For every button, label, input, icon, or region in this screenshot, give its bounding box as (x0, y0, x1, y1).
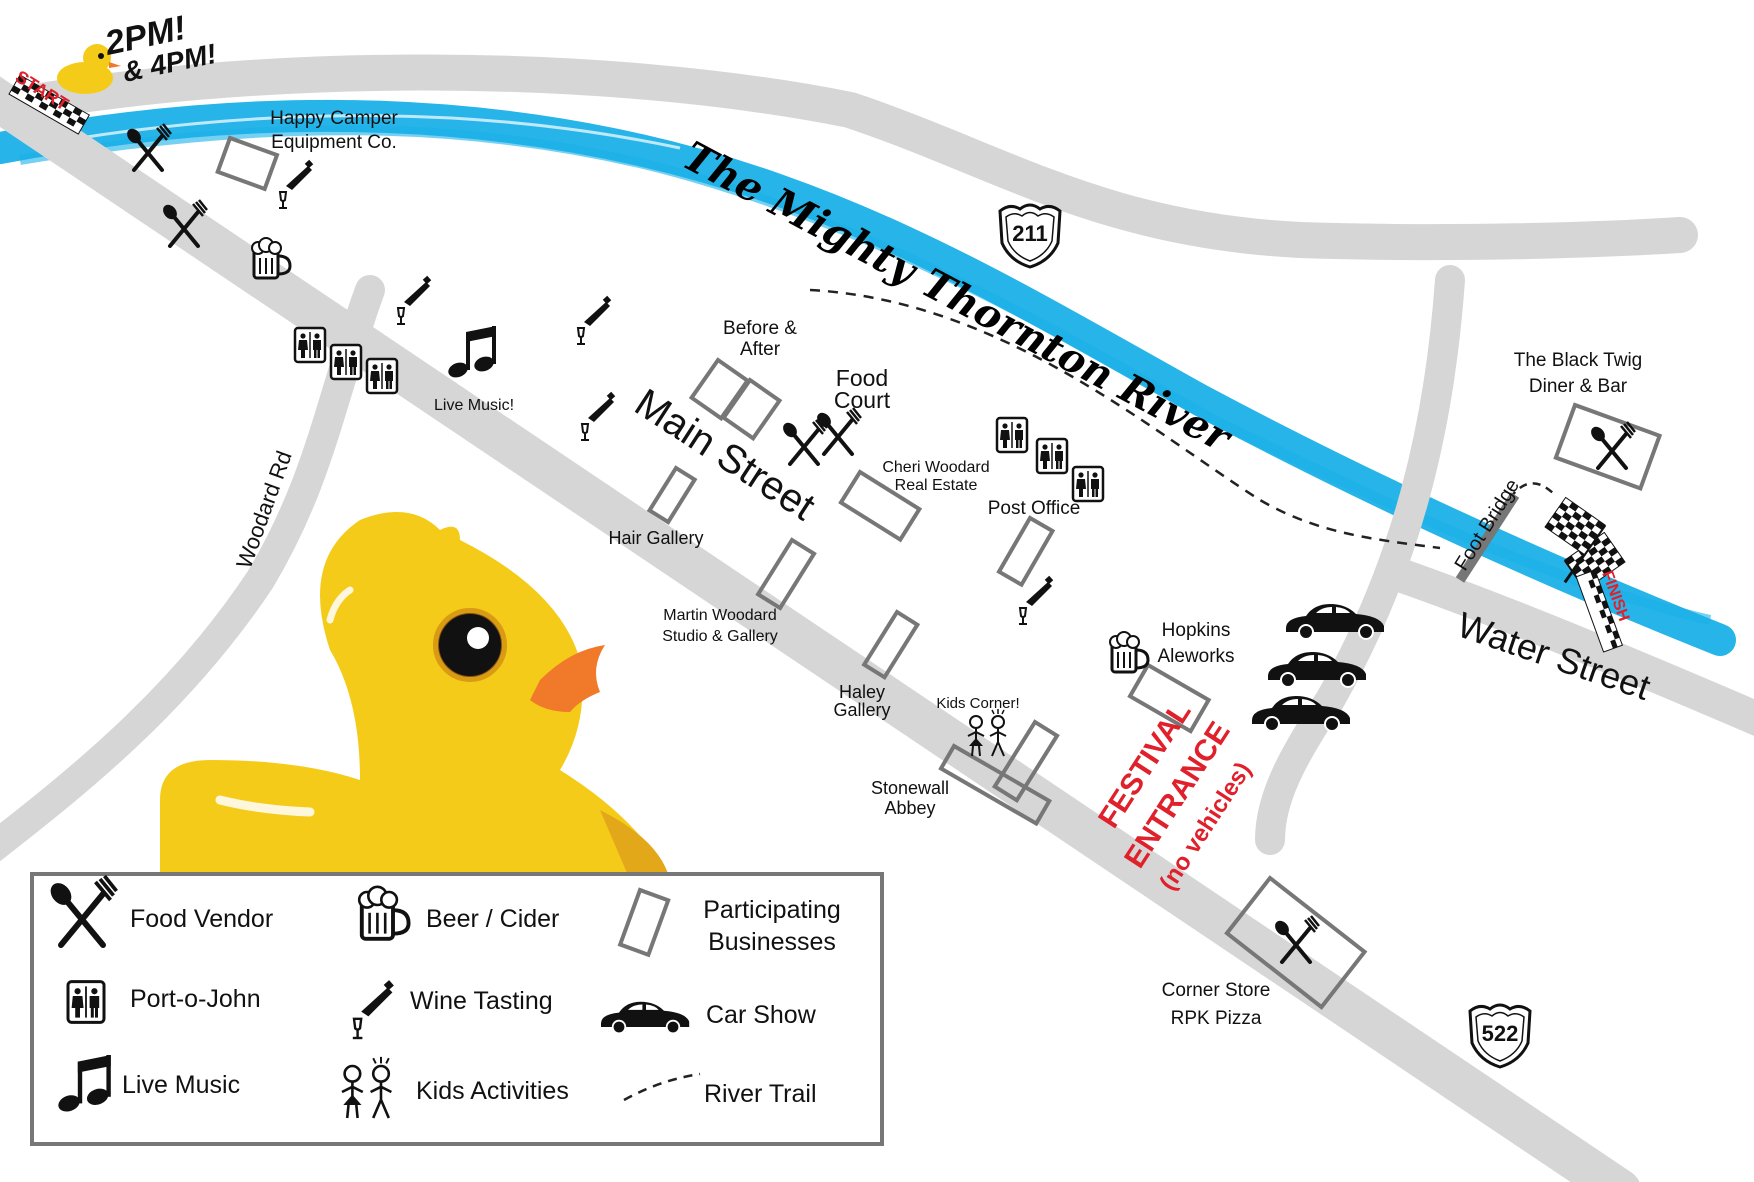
water-street-road (1383, 558, 1754, 736)
food-vendor-icon (1586, 420, 1637, 470)
port-o-john-icon (365, 357, 399, 395)
building-food-court (838, 469, 923, 543)
port-o-john-icon (1035, 437, 1069, 475)
building-post-office (996, 515, 1056, 588)
building-hair-gallery (646, 465, 698, 525)
route-211-shield: 211 (998, 203, 1062, 269)
wine-tasting-icon (278, 158, 315, 209)
building-stonewall-abbey (938, 743, 1052, 827)
legend-port-o-john-icon (66, 980, 106, 1024)
route-522-road (1255, 265, 1465, 855)
building-hopkins (1127, 662, 1212, 734)
svg-text:Stonewall: Stonewall (871, 778, 949, 798)
port-o-john-icon (1071, 465, 1105, 503)
svg-text:Diner & Bar: Diner & Bar (1529, 376, 1628, 397)
svg-text:Car Show: Car Show (706, 1001, 817, 1029)
legend: Food Vendor Beer / Cider Participating B… (30, 872, 884, 1146)
port-o-john-icon (329, 343, 363, 381)
svg-text:Food Vendor: Food Vendor (130, 905, 273, 933)
svg-text:Participating: Participating (703, 896, 841, 924)
svg-text:The Black Twig: The Black Twig (1514, 350, 1642, 371)
beer-cider-icon (250, 236, 292, 280)
svg-text:Gallery: Gallery (833, 700, 890, 720)
svg-text:Wine Tasting: Wine Tasting (410, 987, 553, 1015)
wine-tasting-icon (580, 390, 617, 441)
svg-text:Hair Gallery: Hair Gallery (608, 528, 703, 548)
svg-text:Equipment Co.: Equipment Co. (271, 132, 397, 153)
river-trail-finish (1509, 482, 1556, 499)
building-martin-woodard (755, 537, 817, 611)
duck-beak (530, 645, 605, 712)
svg-text:Abbey: Abbey (884, 798, 935, 818)
port-o-john-icon (293, 326, 327, 364)
svg-text:Hopkins: Hopkins (1162, 620, 1231, 641)
svg-text:Kids Activities: Kids Activities (416, 1077, 569, 1105)
buildings (215, 135, 1663, 1010)
legend-river-trail-icon (623, 1072, 701, 1102)
wine-tasting-icon (396, 274, 433, 325)
finish-marker: FINISH (1524, 495, 1646, 653)
route-211-road (0, 54, 1698, 261)
woodard-rd-road (0, 275, 385, 862)
svg-text:Before &: Before & (723, 318, 797, 339)
main-street-label: Main Street (627, 381, 822, 529)
river-trail (809, 288, 1441, 550)
svg-text:Food: Food (836, 365, 888, 391)
svg-text:Corner Store: Corner Store (1162, 980, 1271, 1001)
building-kids-corner (991, 719, 1060, 803)
food-vendor-icon (778, 416, 829, 466)
river-name: The Mighty Thornton River (675, 132, 1240, 462)
svg-text:Live Music: Live Music (122, 1071, 240, 1099)
svg-text:522: 522 (1482, 1021, 1519, 1046)
port-o-john-icon (995, 416, 1029, 454)
svg-text:Studio & Gallery: Studio & Gallery (662, 628, 778, 645)
svg-text:Martin Woodard: Martin Woodard (663, 607, 777, 624)
svg-text:Port-o-John: Port-o-John (130, 985, 261, 1013)
svg-text:Cheri Woodard: Cheri Woodard (882, 459, 989, 476)
svg-text:Haley: Haley (839, 682, 885, 702)
svg-text:After: After (740, 339, 781, 360)
small-duck-icon (57, 44, 121, 94)
svg-text:Happy Camper: Happy Camper (270, 108, 398, 129)
svg-text:Beer / Cider: Beer / Cider (426, 905, 559, 933)
building-before-after-2 (720, 377, 783, 442)
building-before-after-1 (688, 357, 751, 422)
svg-text:Aleworks: Aleworks (1157, 646, 1234, 667)
svg-text:Kids Corner!: Kids Corner! (936, 695, 1019, 712)
svg-text:River Trail: River Trail (704, 1080, 817, 1108)
legend-business-icon (617, 887, 671, 958)
building-haley-gallery (861, 609, 921, 681)
river (0, 99, 1736, 656)
svg-text:Real Estate: Real Estate (895, 477, 978, 494)
svg-text:Live Music!: Live Music! (434, 397, 514, 414)
building-happy-camper (215, 135, 280, 192)
svg-text:RPK Pizza: RPK Pizza (1171, 1008, 1262, 1029)
svg-text:211: 211 (1012, 221, 1048, 246)
building-black-twig (1553, 402, 1663, 491)
wine-tasting-icon (576, 294, 613, 345)
svg-text:Businesses: Businesses (708, 928, 836, 956)
svg-text:Court: Court (834, 387, 891, 413)
building-corner-store (1224, 875, 1368, 1010)
live-music-icon (446, 326, 496, 380)
place-labels: Happy Camper Equipment Co. Before & Afte… (270, 108, 1642, 1029)
rubber-duck-illustration (160, 512, 670, 880)
svg-text:Post Office: Post Office (988, 498, 1081, 519)
beer-cider-icon (1108, 630, 1150, 674)
route-522-shield: 522 (1468, 1003, 1532, 1069)
